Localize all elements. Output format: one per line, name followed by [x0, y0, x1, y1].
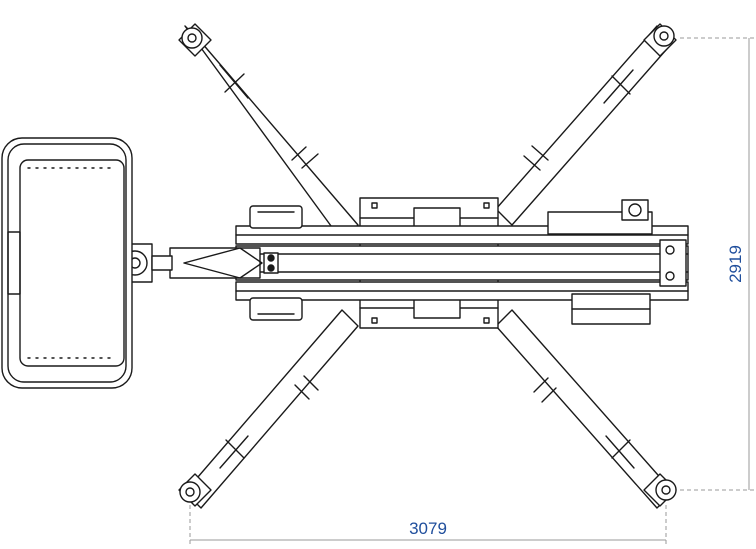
outrigger-top-left: [178, 23, 359, 242]
outrigger-bottom-right: [495, 309, 677, 509]
outrigger-top-right: [495, 23, 677, 226]
outrigger-bottom-left: [178, 309, 359, 509]
width-dimension-label: 3079: [409, 519, 447, 538]
dimension-width: [189, 505, 667, 545]
height-dimension-label: 2919: [726, 245, 745, 283]
work-platform: [1, 137, 133, 389]
dimension-height: [680, 37, 754, 491]
turret: [249, 205, 303, 321]
counterweight-engine: [547, 199, 653, 325]
telescopic-boom: [169, 239, 689, 287]
